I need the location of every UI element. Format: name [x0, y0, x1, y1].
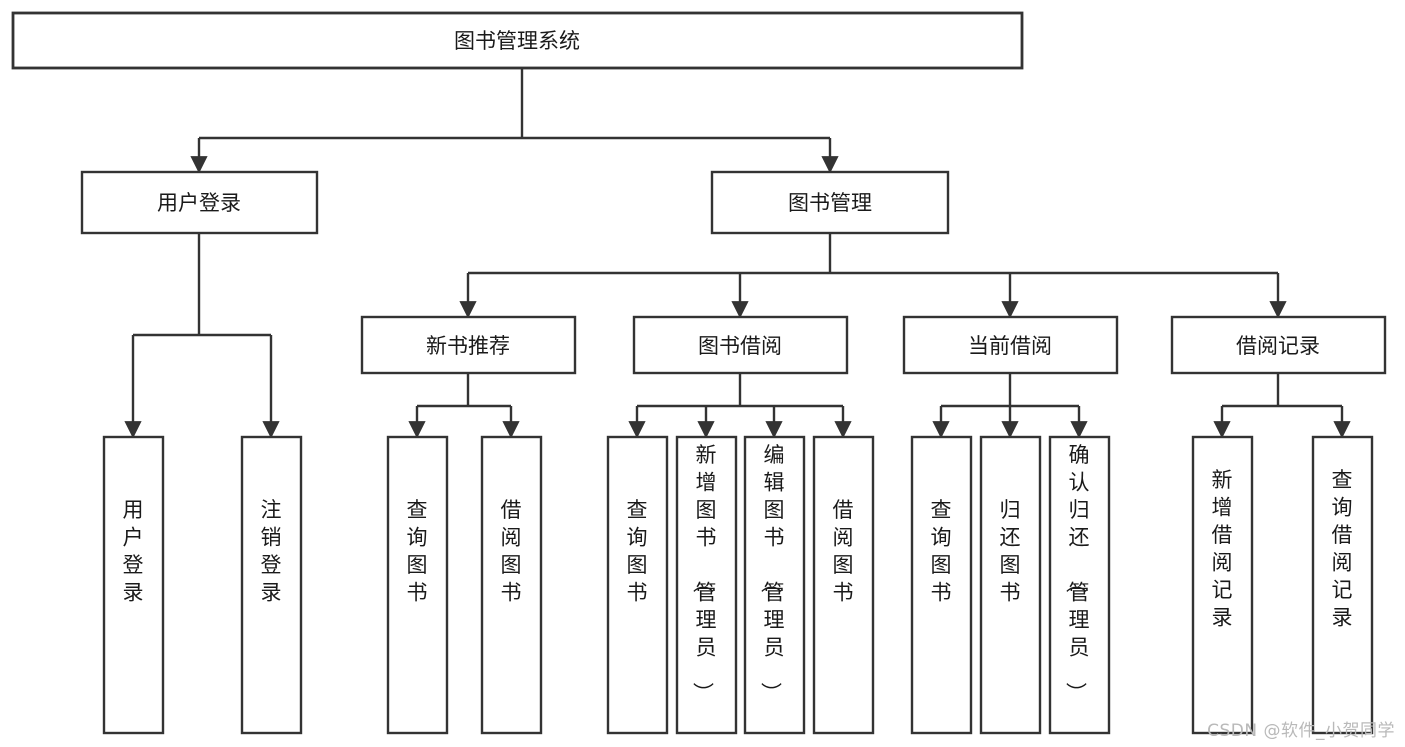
node-leaf11[interactable]: 确认归还（管理员）: [1048, 435, 1111, 735]
node-leaf1[interactable]: 用户登录: [102, 435, 165, 735]
node-leaf10-box[interactable]: [979, 435, 1042, 735]
node-leaf10-label: 归还图书: [1000, 498, 1021, 605]
node-borrow-box[interactable]: [632, 315, 849, 375]
node-leaf12-box[interactable]: [1191, 435, 1254, 735]
node-leaf9-label: 查询图书: [931, 498, 952, 605]
node-leaf9-box[interactable]: [910, 435, 973, 735]
node-leaf13[interactable]: 查询借阅记录: [1311, 435, 1374, 735]
node-leaf2-box[interactable]: [240, 435, 303, 735]
node-leaf5[interactable]: 查询图书: [606, 435, 669, 735]
node-leaf5-label: 查询图书: [627, 498, 648, 605]
node-newbook[interactable]: 新书推荐: [360, 315, 577, 375]
node-record-box[interactable]: [1170, 315, 1387, 375]
node-leaf6-box[interactable]: [675, 435, 738, 735]
node-leaf13-box[interactable]: [1311, 435, 1374, 735]
node-newbook-box[interactable]: [360, 315, 577, 375]
node-bookmgmt-box[interactable]: [710, 170, 950, 235]
node-leaf11-box[interactable]: [1048, 435, 1111, 735]
node-login-box[interactable]: [80, 170, 319, 235]
node-leaf7-label: 编辑图书（管理员）: [759, 443, 785, 703]
node-root-label: 图书管理系统: [454, 29, 580, 53]
node-leaf4[interactable]: 借阅图书: [480, 435, 543, 735]
node-leaf12-label: 新增借阅记录: [1212, 468, 1233, 630]
node-leaf8-box[interactable]: [812, 435, 875, 735]
node-leaf4-box[interactable]: [480, 435, 543, 735]
node-root-box[interactable]: [11, 11, 1024, 70]
node-current[interactable]: 当前借阅: [902, 315, 1119, 375]
node-bookmgmt[interactable]: 图书管理: [710, 170, 950, 235]
node-leaf1-label: 用户登录: [123, 498, 144, 605]
node-leaf1-box[interactable]: [102, 435, 165, 735]
node-login-label: 用户登录: [157, 191, 241, 215]
node-leaf6-label: 新增图书（管理员）: [691, 443, 717, 703]
node-leaf3-label: 查询图书: [407, 498, 428, 605]
node-leaf5-box[interactable]: [606, 435, 669, 735]
connectors: [124, 68, 1351, 439]
node-newbook-label: 新书推荐: [426, 334, 510, 358]
node-borrow[interactable]: 图书借阅: [632, 315, 849, 375]
node-current-box[interactable]: [902, 315, 1119, 375]
node-root[interactable]: 图书管理系统: [11, 11, 1024, 70]
node-leaf7[interactable]: 编辑图书（管理员）: [743, 435, 806, 735]
node-bookmgmt-label: 图书管理: [788, 191, 872, 215]
node-record[interactable]: 借阅记录: [1170, 315, 1387, 375]
node-leaf11-label: 确认归还（管理员）: [1064, 443, 1090, 703]
node-leaf3[interactable]: 查询图书: [386, 435, 449, 735]
node-leaf7-box[interactable]: [743, 435, 806, 735]
node-leaf6[interactable]: 新增图书（管理员）: [675, 435, 738, 735]
node-leaf9[interactable]: 查询图书: [910, 435, 973, 735]
node-leaf2[interactable]: 注销登录: [240, 435, 303, 735]
node-leaf10[interactable]: 归还图书: [979, 435, 1042, 735]
leaf-nodes: 用户登录 注销登录 查询图书 借阅图书 查询图书 新增图书（管理员）: [102, 435, 1374, 735]
node-leaf12[interactable]: 新增借阅记录: [1191, 435, 1254, 735]
node-leaf8[interactable]: 借阅图书: [812, 435, 875, 735]
node-current-label: 当前借阅: [968, 334, 1052, 358]
node-leaf3-box[interactable]: [386, 435, 449, 735]
node-leaf8-label: 借阅图书: [833, 498, 854, 605]
node-record-label: 借阅记录: [1236, 334, 1320, 358]
node-leaf4-label: 借阅图书: [501, 498, 522, 605]
node-login[interactable]: 用户登录: [80, 170, 319, 235]
node-leaf2-label: 注销登录: [261, 498, 282, 605]
node-leaf13-label: 查询借阅记录: [1332, 468, 1353, 630]
node-borrow-label: 图书借阅: [698, 334, 782, 358]
